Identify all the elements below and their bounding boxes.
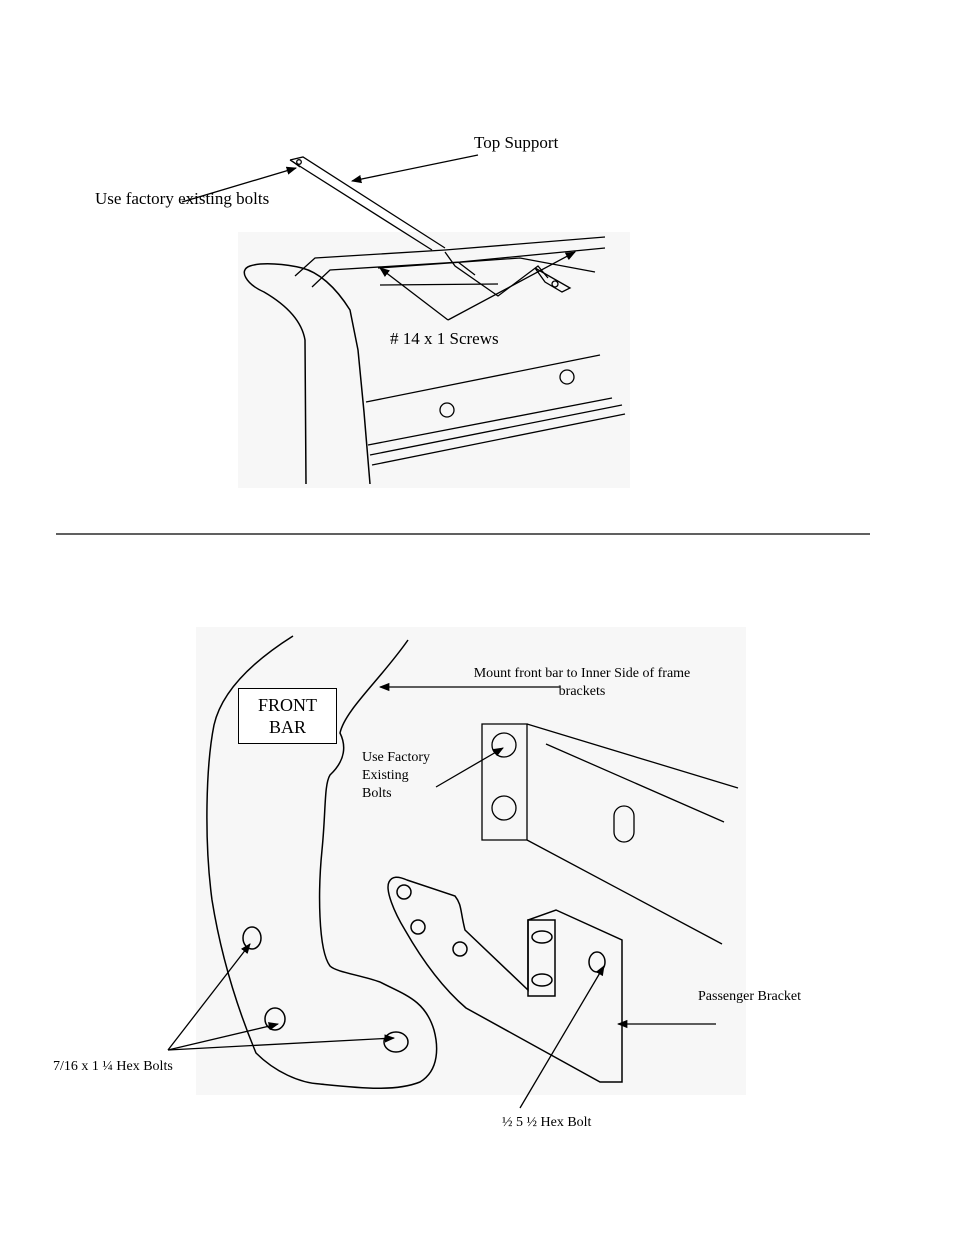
screw-right-arrow xyxy=(447,251,576,321)
bolt-hole-icon xyxy=(383,1031,409,1053)
frame-rails xyxy=(365,354,626,466)
front-bar-line1: FRONT xyxy=(257,695,317,715)
factory-bolts-arrow xyxy=(181,166,297,203)
figure1-arrows xyxy=(181,154,576,321)
mount-label: Mount front bar to Inner Side of frame b… xyxy=(452,665,712,701)
top-support-label: Top Support xyxy=(474,133,559,152)
hex-bolts-arrow-3 xyxy=(167,1034,396,1051)
use-factory-label: Use Factory Existing Bolts xyxy=(362,749,430,803)
bracket-hole-icon xyxy=(531,973,553,987)
bolt-hole-icon xyxy=(242,926,262,950)
hex-bolts-arrow-2 xyxy=(167,1022,280,1051)
screw-hole-icon xyxy=(551,280,559,288)
bracket-hole-icon xyxy=(452,941,468,957)
figure-top-support xyxy=(181,154,630,488)
use-factory-line2: Existing xyxy=(362,768,409,783)
hex-bolts-label: 7/16 x 1 ¼ Hex Bolts xyxy=(53,1059,173,1074)
cab-top-rail xyxy=(294,236,606,297)
hex-bolt-arrow xyxy=(519,965,605,1109)
mount-label-line1: Mount front bar to Inner Side of frame xyxy=(473,666,691,681)
hex-bolt-label: ½ 5 ½ Hex Bolt xyxy=(502,1115,592,1130)
frame-bolt-hole-icon xyxy=(491,732,517,758)
use-factory-line3: Bolts xyxy=(362,786,392,801)
use-factory-arrow xyxy=(435,747,504,788)
figure2-arrows xyxy=(167,682,716,1109)
screw-left-arrow xyxy=(379,267,449,321)
bracket-hole-icon xyxy=(531,930,553,944)
figure1-background xyxy=(238,232,630,488)
frame-hole-icon xyxy=(559,369,575,385)
top-support-strap xyxy=(289,156,446,251)
use-factory-line1: Use Factory xyxy=(362,750,431,765)
factory-bolts-label: Use factory existing bolts xyxy=(95,189,270,208)
cab-upright xyxy=(243,263,371,485)
front-bar-box: FRONT BAR xyxy=(238,688,337,744)
screws-label: # 14 x 1 Screws xyxy=(390,329,499,348)
bracket-hole-icon xyxy=(396,884,412,900)
frame-bolt-hole-icon xyxy=(491,795,517,821)
passenger-bracket xyxy=(387,876,623,1083)
slot-hole-icon xyxy=(613,805,635,843)
front-bar-line2: BAR xyxy=(268,717,306,737)
frame-hole-icon xyxy=(439,402,455,418)
hex-bolts-arrow-1 xyxy=(167,943,251,1051)
bracket-hole-icon xyxy=(410,919,426,935)
top-support-arrow xyxy=(350,154,479,184)
mount-label-line2: brackets xyxy=(558,684,606,699)
frame-rail xyxy=(481,723,739,945)
passenger-bracket-label: Passenger Bracket xyxy=(698,989,802,1004)
